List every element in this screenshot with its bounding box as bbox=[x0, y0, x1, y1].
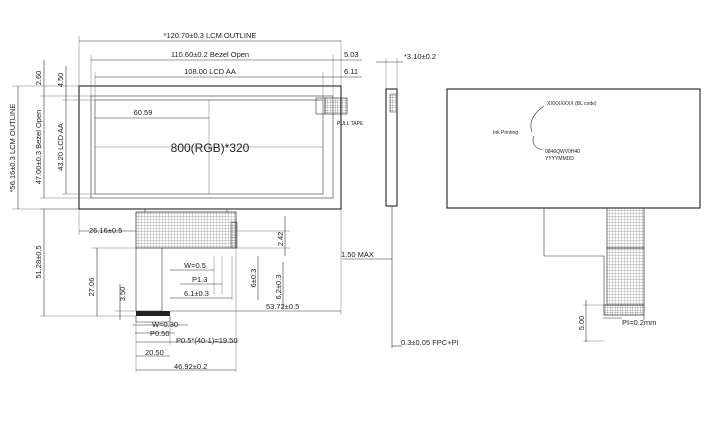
dim-46-92: 46.92±0.2 bbox=[174, 362, 207, 371]
pi-dim: PI=0.2mm bbox=[622, 318, 656, 327]
fpc-dim: 0.3±0.05 FPC+PI bbox=[401, 338, 459, 347]
date-label: YYYYMMDD bbox=[545, 156, 574, 162]
dim-4-50: 4.50 bbox=[56, 73, 65, 88]
side-profile bbox=[385, 88, 398, 207]
dim-2-42: 2.42 bbox=[276, 232, 285, 247]
dim-60-59: 60.59 bbox=[134, 108, 153, 117]
p-1-3: P1.3 bbox=[192, 275, 207, 284]
fpc-gold-fingers bbox=[136, 311, 170, 316]
pull-tape-label: PULL TAPE bbox=[337, 121, 364, 127]
front-view: 800(RGB)*320 PULL TAPE *120.70±0.3 LCM O… bbox=[8, 31, 364, 372]
dim-20-50: 20.50 bbox=[145, 348, 164, 357]
back-fpc-stiffener bbox=[606, 207, 645, 249]
dim-51-28: 51.28±0.5 bbox=[34, 245, 43, 278]
height-outline-dim: *56.16±0.3 LCM OUTLINE bbox=[8, 104, 17, 193]
height-aa-dim: 43.20 LCD AA bbox=[56, 123, 65, 171]
dim-6-11: 6.11 bbox=[344, 67, 358, 76]
lcm-outline-rect bbox=[78, 85, 342, 210]
dim-5-03: 5.03 bbox=[344, 50, 359, 59]
bezel-open-rect bbox=[90, 95, 334, 199]
bezel-open-dim: 110.60±0.2 Bezel Open bbox=[171, 50, 249, 59]
dim-6-3: 6±0.3 bbox=[249, 269, 258, 288]
pitch-dim: P0.5*(40-1)=19.50 bbox=[176, 336, 238, 345]
bl-code-label: XXXXXXXX (BL code) bbox=[547, 101, 597, 107]
resolution-label: 800(RGB)*320 bbox=[171, 141, 250, 155]
dim-6-2: 6.2±0.3 bbox=[274, 275, 283, 300]
back-view: XXXXXXXX (BL code) Ink Printing 0846QWV0… bbox=[446, 88, 701, 342]
dim-5-00: 5.00 bbox=[577, 316, 586, 331]
max-dim: 1.50 MAX bbox=[341, 250, 374, 259]
height-bezel-dim: 47.00±0.3 Bezel Open bbox=[34, 110, 43, 185]
w-0-30: W=0.30 bbox=[152, 320, 178, 329]
dim-2-60: 2.60 bbox=[34, 71, 43, 86]
back-fpc-fingers bbox=[603, 304, 645, 316]
dim-6-1: 6.1±0.3 bbox=[184, 289, 209, 298]
p-0-50: P0.50 bbox=[150, 329, 170, 338]
model-label: 0846QWV0H40 bbox=[545, 149, 580, 155]
fpc-body bbox=[135, 211, 237, 249]
dim-3-50: 3.50 bbox=[118, 287, 127, 302]
dim-26-16: 26.16±0.5 bbox=[89, 226, 122, 235]
side-view: *3.10±0.2 1.50 MAX 0.3±0.05 FPC+PI bbox=[341, 52, 459, 348]
ink-printing-label: Ink Printing bbox=[493, 130, 518, 136]
w-0-5: W=0.5 bbox=[184, 261, 206, 270]
dim-27-06: 27.06 bbox=[87, 278, 96, 297]
back-outline bbox=[446, 88, 701, 209]
top-connector bbox=[324, 97, 348, 115]
lcd-aa-dim: 108.00 LCD AA bbox=[184, 67, 236, 76]
dim-53-72: 53.72±0.5 bbox=[266, 302, 299, 311]
thickness-dim: *3.10±0.2 bbox=[404, 52, 436, 61]
lcm-outline-dim: *120.70±0.3 LCM OUTLINE bbox=[164, 31, 257, 40]
